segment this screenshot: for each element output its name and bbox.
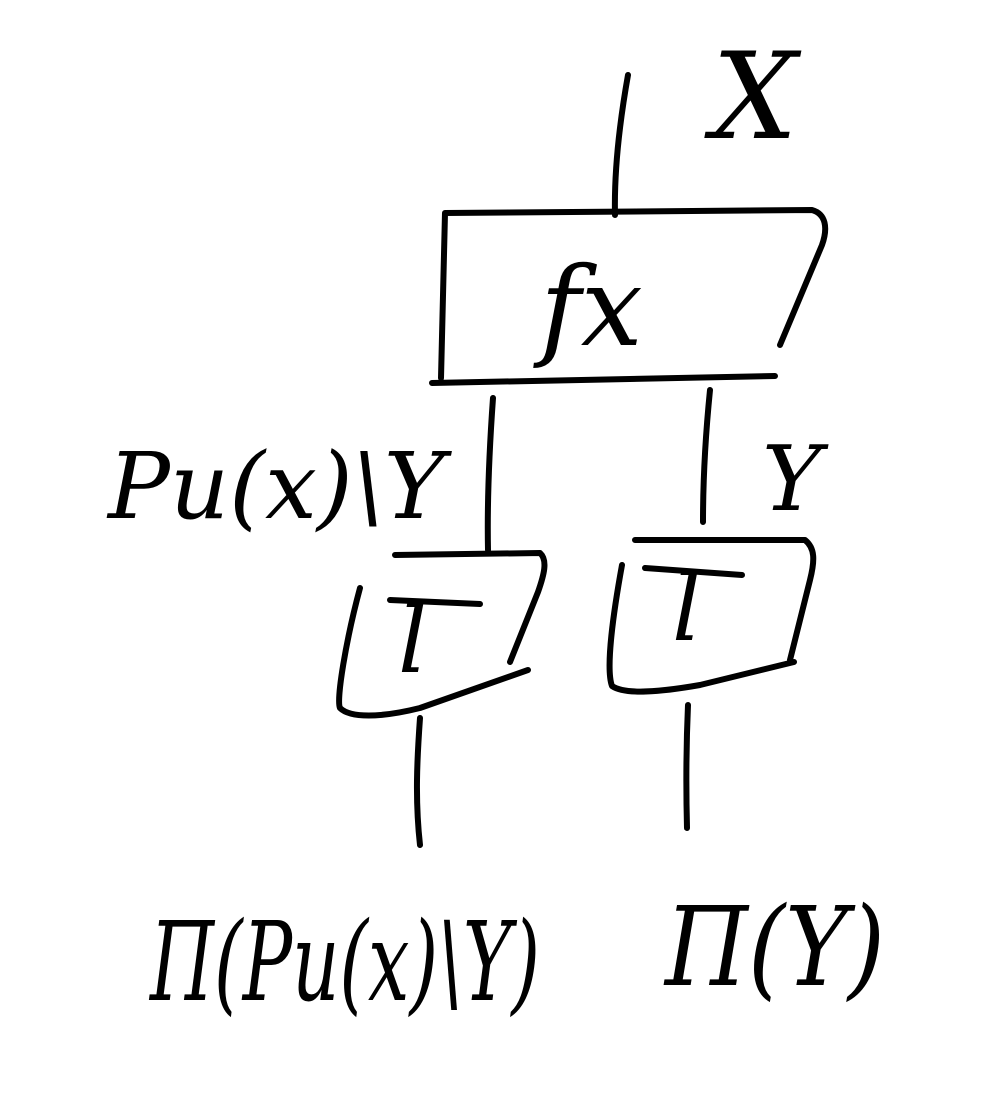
left-middle-wire-label: Pu(x)\Y (106, 433, 453, 540)
right-middle-wire-label: Y (762, 427, 829, 532)
fx-box (429, 207, 829, 386)
top-wire-label: X (704, 28, 802, 167)
left-l-box-label: l (398, 587, 427, 694)
right-l-box (606, 537, 817, 695)
fx-box-label: fx (533, 243, 643, 371)
right-output-wire (683, 702, 691, 831)
left-output-label: Π(Pu(x)\Y) (149, 898, 540, 1026)
left-output-wire (413, 715, 423, 848)
right-l-box-label: l (672, 555, 701, 662)
left-l-box (336, 550, 548, 719)
top-input-wire (611, 72, 631, 218)
left-middle-wire (484, 395, 496, 553)
right-output-label: Π(Y) (663, 883, 885, 1011)
right-middle-wire (700, 387, 713, 525)
